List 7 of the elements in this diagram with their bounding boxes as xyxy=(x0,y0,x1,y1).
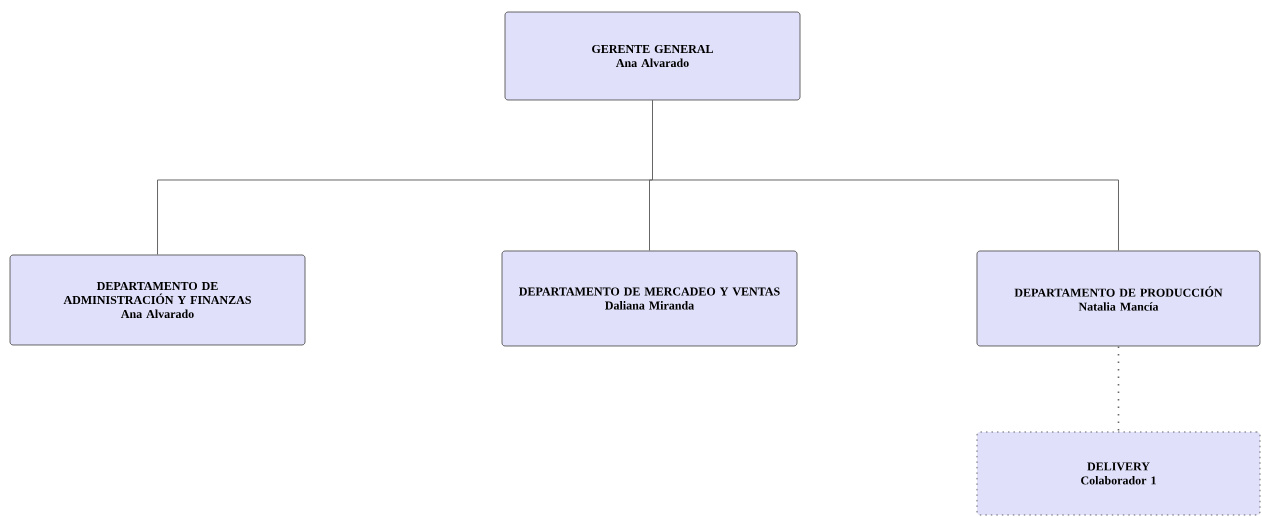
connector-line xyxy=(652,99,1119,252)
org-box: DEPARTAMENTO DE MERCADEO Y VENTAS Daliana Miranda xyxy=(501,250,798,347)
connector-line xyxy=(1117,345,1120,433)
org-box: DEPARTAMENTO DE PRODUCCIÓN Natalia Mancía xyxy=(976,250,1261,347)
org-box: DEPARTAMENTO DE ADMINISTRACIÓN Y FINANZAS Ana Alvarado xyxy=(9,254,306,346)
org-box: DELIVERY Colaborador 1 xyxy=(976,431,1261,516)
org-box: GERENTE GENERAL Ana Alvarado xyxy=(504,11,801,101)
